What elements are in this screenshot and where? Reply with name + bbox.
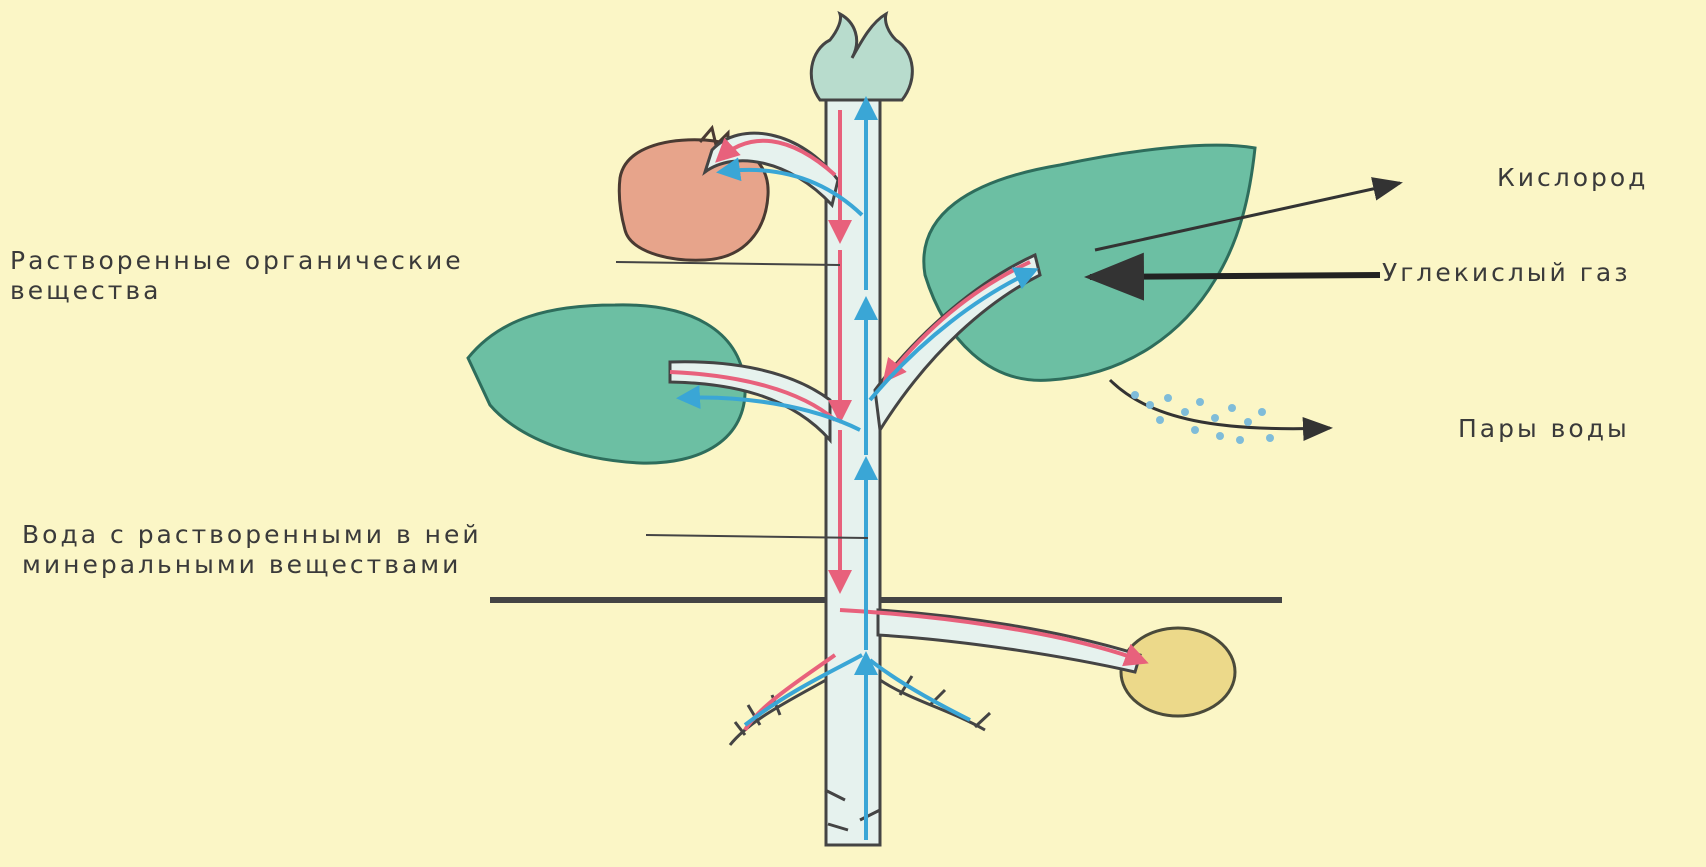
oxygen-label: Кислород [1497,163,1648,193]
organic-pointer-line [616,262,840,265]
branch-tuber [878,610,1140,672]
bud [811,14,912,100]
organic-substances-line2: вещества [10,276,464,306]
tuber [1121,628,1235,716]
organic-substances-line1: Растворенные органические [10,246,464,276]
vapor-dots [1131,391,1274,444]
water-vapor-label: Пары воды [1458,414,1630,444]
co2-label: Углекислый газ [1382,258,1630,288]
water-minerals-line1: Вода с растворенными в ней [22,520,482,550]
vapor-arrow [1110,380,1330,429]
organic-substances-label: Растворенные органические вещества [10,246,464,306]
water-minerals-label: Вода с растворенными в ней минеральными … [22,520,482,580]
leaf-upper-right [924,145,1255,380]
water-minerals-line2: минеральными веществами [22,550,482,580]
co2-arrow [1090,275,1380,277]
